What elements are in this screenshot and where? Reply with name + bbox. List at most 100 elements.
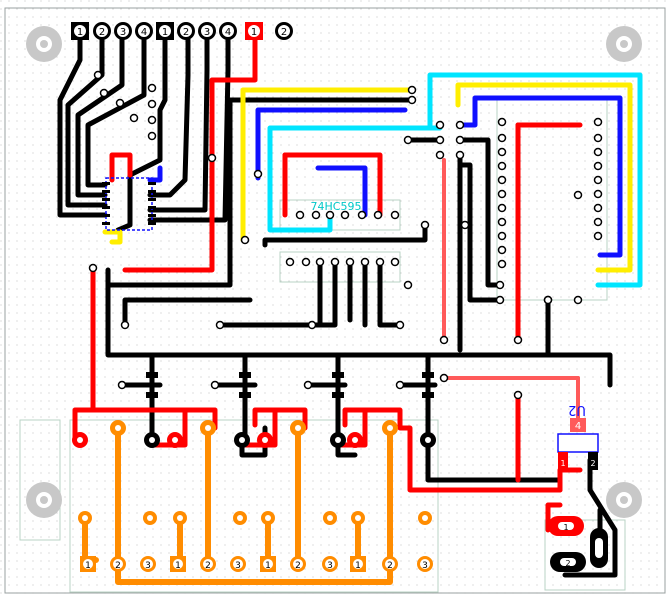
relay-terminal-hole [385,559,395,569]
via-pad [240,235,250,245]
u2-pin-label: 2 [590,459,595,468]
via-pad [373,210,383,220]
via-pad [115,98,125,108]
power-pin-label: 2 [565,559,570,568]
relay-terminal-label: 1 [265,561,271,571]
via-pad [497,259,507,269]
via-pad [147,99,157,109]
via-pad [495,295,505,305]
via-pad [593,147,603,157]
via-pad [360,257,370,267]
relay-mid-pads [78,511,432,525]
via-pad [395,320,405,330]
header-pin-label: 3 [120,27,126,38]
u2-body [557,433,599,453]
via-pad [120,320,130,330]
relay-terminal-label: 2 [295,561,301,571]
via-pad [439,373,449,383]
via-pad [375,257,385,267]
header-pin-label: 1 [77,27,83,38]
relay-terminal-label: 3 [145,561,151,571]
via-pad [207,153,217,163]
u2-pin-badge-box [570,418,586,432]
u2-pin-badge: 4 [575,421,581,432]
relay-terminal-hole [293,559,303,569]
via-pad [311,210,321,220]
via-pad [407,85,417,95]
relay-terminal-label: 2 [387,561,393,571]
u2-pin-label: 1 [560,459,565,468]
salmon-traces [442,158,580,422]
via-pad [93,70,103,80]
relay-terminal-hole [83,559,93,569]
via-pad [455,120,465,130]
via-pad [301,257,311,267]
via-pad [593,133,603,143]
via-pad [455,150,465,160]
via-pad [497,231,507,241]
u2-regulator: U2 4 1 2 [557,402,599,470]
relay-terminal-hole [353,559,363,569]
via-pad [285,257,295,267]
relay-terminal-label: 3 [327,561,333,571]
via-pad [390,257,400,267]
relay-terminal-hole [263,559,273,569]
relay-terminal-label: 2 [205,561,211,571]
header-pin-white-label: 2 [281,27,287,38]
header-pin-label: 3 [204,27,210,38]
relay-terminal-hole [113,559,123,569]
power-pin-label: 1 [563,523,568,532]
via-pad [340,210,350,220]
via-pad [435,135,445,145]
relay-terminal-label: 1 [175,561,181,571]
relay-terminal-label: 3 [235,561,241,571]
relay-terminal-hole [325,559,335,569]
smd-ic-left [102,177,156,231]
relay-terminal-hole [143,559,153,569]
via-pad [593,117,603,127]
via-pad [215,320,225,330]
header-pin-label: 1 [162,27,168,38]
via-pad [147,115,157,125]
via-pad [129,113,139,123]
via-pad [593,231,603,241]
via-pad [295,210,305,220]
u2-label: U2 [568,402,586,417]
via-pad [307,320,317,330]
header-pin-label: 2 [183,27,189,38]
board-outline [4,7,666,594]
relay-terminal-label: 1 [85,561,91,571]
via-pad [573,295,583,305]
via-pad [593,189,603,199]
header-connector: 1 2 3 4 1 2 3 4 1 2 [71,22,293,40]
relay-terminal-hole [420,559,430,569]
via-pad [593,203,603,213]
via-pad [439,335,449,345]
via-pad [497,245,507,255]
via-pad [403,280,413,290]
mounting-holes [26,26,642,518]
via-pads [88,70,603,400]
transistor-pads [146,372,434,398]
via-pad [435,120,445,130]
power-connector: 1 2 [548,516,608,572]
via-pad [513,390,523,400]
relay-terminal-hole [233,559,243,569]
relay-terminal-hole [173,559,183,569]
via-pad [345,257,355,267]
via-pad [420,220,430,230]
via-pad [435,150,445,160]
header-pin-red-label: 1 [251,27,257,38]
via-pad [147,131,157,141]
via-pad [593,161,603,171]
via-pad [497,217,507,227]
via-pad [573,190,583,200]
header-pin-label: 4 [225,27,231,38]
via-pad [495,280,505,290]
via-pad [593,175,603,185]
via-pad [99,88,109,98]
via-pad [497,161,507,171]
relay-coil-pads [72,420,436,448]
via-pad [497,189,507,199]
